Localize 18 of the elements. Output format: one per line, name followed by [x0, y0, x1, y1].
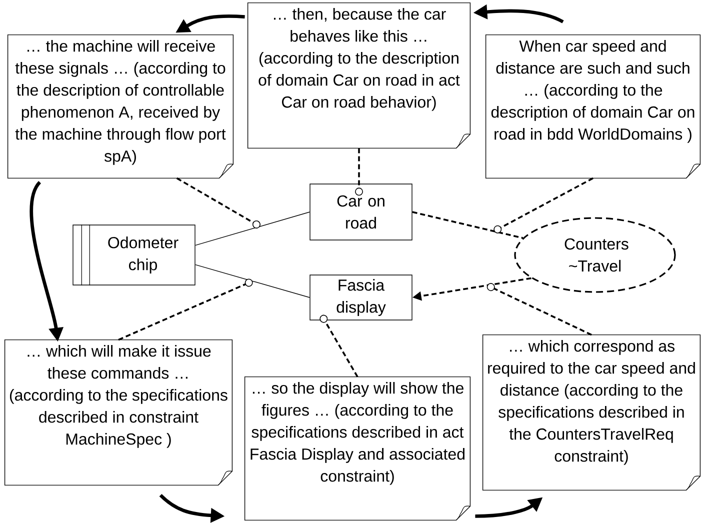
note-box: When car speed and distance are such and such … (according to the description of domain Car on road in bdd WorldDomains ) — [485, 34, 701, 179]
leader-line — [355, 148, 363, 196]
block-box: Fascia display — [310, 274, 412, 320]
connector-line — [195, 264, 310, 298]
leader-line — [176, 177, 260, 228]
leader-line — [118, 278, 253, 341]
connector-line — [195, 212, 310, 246]
component-box: Odometer chip — [72, 224, 196, 286]
note-box: … which correspond as required to the car speed and distance (according to the specifications described in the CountersTravelReq constraint) — [482, 334, 701, 491]
note-box: … the machine will receive these signals … (according to the description of controllable phenomenon A, received by the machine through flow port spA) — [7, 34, 234, 179]
note-box: … so the display will show the figures … (according to the specifications described in act Fascia Display and associated constraint) — [244, 376, 471, 521]
connector-line — [412, 211, 524, 239]
leader-line — [494, 177, 594, 234]
note-box: … then, because the car behaves like this … (according to the description of domain Car on road in act Car on road behavior) — [247, 2, 471, 149]
leader-line — [486, 283, 592, 336]
block-box: Car on road — [310, 184, 412, 240]
leader-line — [320, 314, 358, 378]
note-box: … which will make it issue these commands … (according to the specifications described in constraint MachineSpec ) — [4, 339, 233, 486]
